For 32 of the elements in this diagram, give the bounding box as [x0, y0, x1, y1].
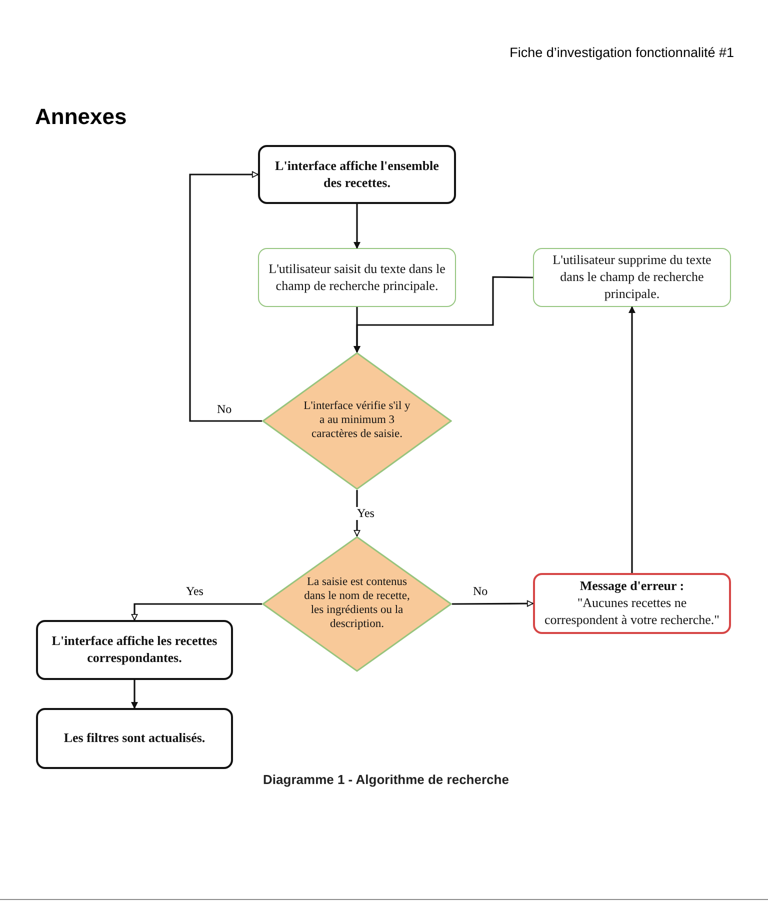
process-box [258, 145, 456, 204]
box-heading: Message d'erreur : [580, 578, 684, 596]
arrow [628, 306, 636, 573]
edge-label: Yes [356, 507, 376, 520]
arrow [452, 600, 534, 607]
arrow [354, 490, 360, 536]
input-box [533, 248, 731, 307]
box-text: "Aucunes recettes ne correspondent à votre recherche." [544, 595, 720, 629]
arrow [189, 171, 262, 422]
edge-label: No [472, 585, 489, 598]
process-box [36, 708, 233, 769]
input-box [258, 248, 456, 307]
process-box [36, 620, 233, 680]
error-box [533, 573, 731, 634]
box-text: L'interface affiche les recettes correspondantes. [50, 633, 218, 667]
edge-label: No [216, 403, 233, 416]
box-text: L'utilisateur saisit du texte dans le champ de recherche principale. [268, 260, 446, 294]
arrow [354, 204, 360, 248]
arrow [354, 276, 534, 352]
heading: Annexes [35, 104, 127, 130]
box-text: La saisie est contenus dans le nom de recette, les ingrédients ou la description. [303, 576, 411, 632]
box-text: L'interface vérifie s'il y a au minimum 3 caractères de saisie. [302, 400, 412, 442]
edge-label: Yes [185, 585, 204, 598]
decision-diamond [262, 352, 452, 490]
decision-diamond [262, 536, 452, 672]
box-text: Les filtres sont actualisés. [64, 730, 206, 747]
arrow [131, 680, 138, 708]
page-header-text: Fiche d’investigation fonctionnalité #1 [510, 45, 734, 60]
arrow [131, 603, 262, 620]
box-text: L'interface affiche l'ensemble des recettes. [274, 158, 440, 192]
box-text: L'utilisateur supprime du texte dans le champ de recherche principale. [552, 252, 712, 303]
caption: Diagramme 1 - Algorithme de recherche [262, 772, 510, 787]
